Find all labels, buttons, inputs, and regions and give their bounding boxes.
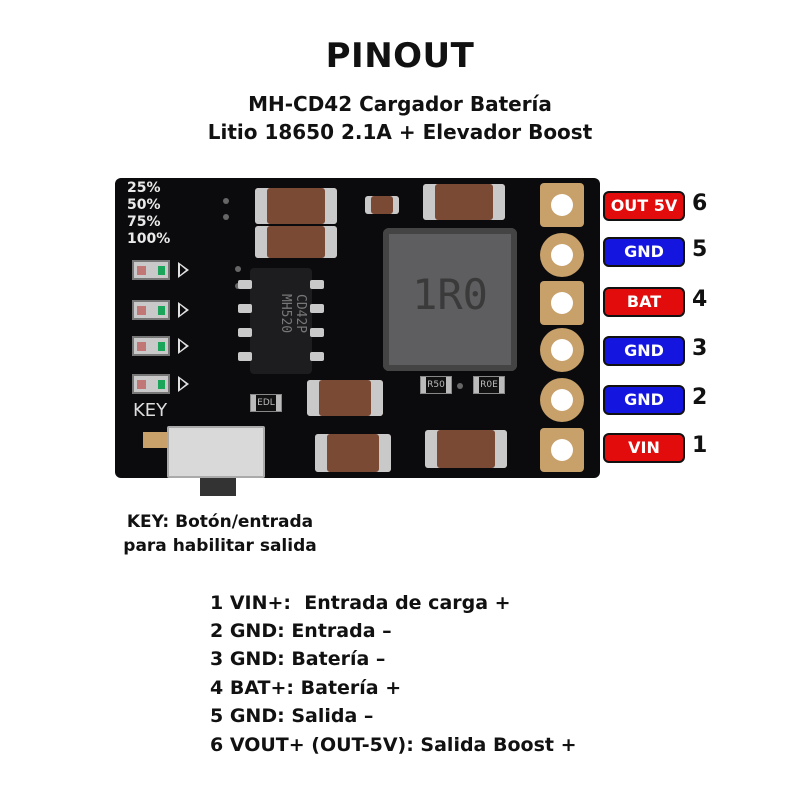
legend-line-5: 5 GND: Salida – — [210, 705, 374, 727]
pin-tag-gnd-5: GND — [603, 237, 685, 267]
level-label-25: 25% — [127, 180, 161, 196]
via — [223, 214, 229, 220]
capacitor-small — [365, 196, 399, 214]
pcb-board: 25% 50% 75% 100% KEY CD42P MH520 1R0 EDL… — [115, 178, 600, 478]
key-caption-line-1: KEY: Botón/entrada — [126, 512, 314, 532]
legend-line-6: 6 VOUT+ (OUT-5V): Salida Boost + — [210, 734, 577, 756]
pin-number-4: 4 — [692, 287, 708, 312]
key-pad — [143, 432, 167, 448]
level-label-75: 75% — [127, 214, 161, 230]
resistor-r50: R50 — [420, 376, 452, 394]
via — [457, 383, 463, 389]
switch-actuator[interactable] — [200, 478, 236, 496]
legend-line-3: 3 GND: Batería – — [210, 648, 386, 670]
via — [223, 198, 229, 204]
pin-tag-vin: VIN — [603, 433, 685, 463]
pin-pad-4 — [540, 281, 584, 325]
resistor-r0e: R0E — [473, 376, 505, 394]
inductor: 1R0 — [383, 228, 517, 371]
pin-pad-3 — [540, 328, 584, 372]
capacitor — [307, 380, 383, 416]
ic-marking: CD42P MH520 — [278, 294, 308, 334]
pin-tag-gnd-2: GND — [603, 385, 685, 415]
pin-number-2: 2 — [692, 385, 708, 410]
pin-pad-5 — [540, 233, 584, 277]
pin-number-5: 5 — [692, 237, 708, 262]
led-arrow-1 — [178, 262, 189, 278]
level-label-50: 50% — [127, 197, 161, 213]
led-indicator-1 — [132, 260, 170, 280]
page-title: PINOUT — [325, 36, 475, 76]
pin-number-3: 3 — [692, 336, 708, 361]
pin-pad-1 — [540, 428, 584, 472]
ic-chip: CD42P MH520 — [238, 268, 324, 374]
led-indicator-4 — [132, 374, 170, 394]
led-arrow-3 — [178, 338, 189, 354]
pin-number-1: 1 — [692, 433, 708, 458]
legend-line-4: 4 BAT+: Batería + — [210, 677, 402, 699]
pin-tag-gnd-3: GND — [603, 336, 685, 366]
subtitle-line-1: MH-CD42 Cargador Batería — [248, 92, 552, 116]
led-indicator-2 — [132, 300, 170, 320]
capacitor — [255, 188, 337, 224]
pin-tag-bat: BAT — [603, 287, 685, 317]
led-indicator-3 — [132, 336, 170, 356]
level-label-100: 100% — [127, 231, 171, 247]
led-arrow-2 — [178, 302, 189, 318]
pin-tag-out5v: OUT 5V — [603, 191, 685, 221]
pin-number-6: 6 — [692, 191, 708, 216]
key-caption-line-2: para habilitar salida — [123, 536, 317, 556]
key-silkscreen: KEY — [133, 400, 168, 421]
legend-line-2: 2 GND: Entrada – — [210, 620, 392, 642]
via — [235, 266, 241, 272]
subtitle-line-2: Litio 18650 2.1A + Elevador Boost — [207, 120, 593, 144]
resistor-edl: EDL — [250, 394, 282, 412]
key-switch[interactable] — [167, 426, 265, 478]
pin-pad-6 — [540, 183, 584, 227]
capacitor — [315, 434, 391, 472]
pin-pad-2 — [540, 378, 584, 422]
inductor-marking: 1R0 — [412, 270, 488, 319]
capacitor — [425, 430, 507, 468]
legend-line-1: 1 VIN+: Entrada de carga + — [210, 592, 511, 614]
led-arrow-4 — [178, 376, 189, 392]
capacitor — [423, 184, 505, 220]
capacitor — [255, 226, 337, 258]
